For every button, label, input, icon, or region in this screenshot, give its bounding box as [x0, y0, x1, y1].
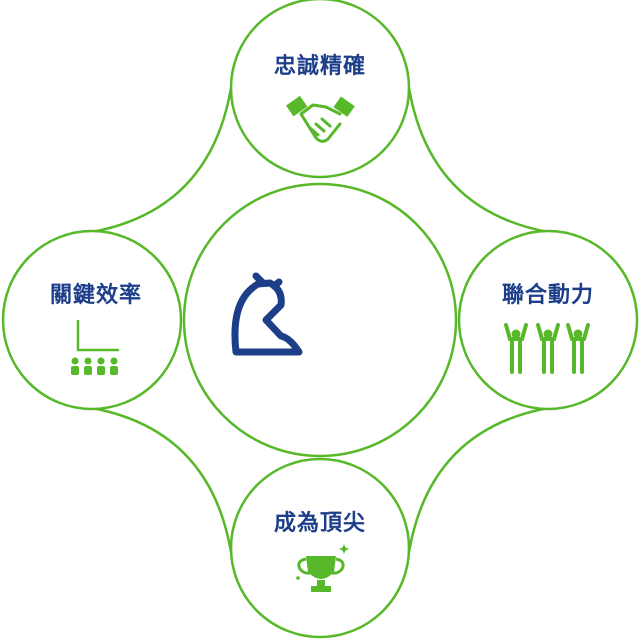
bear-sitting-logo-icon [231, 272, 303, 356]
node-label-left: 關鍵效率 [50, 282, 142, 308]
node-circle-bottom [229, 457, 411, 639]
center-circle [182, 182, 458, 458]
handshake-icon [286, 95, 355, 143]
person-figure [536, 323, 560, 374]
node-label-top: 忠誠精確 [274, 53, 366, 79]
presentation-audience-icon [71, 319, 120, 375]
node-circle-left [1, 229, 183, 411]
person-figure [504, 323, 528, 374]
connector-bottom-left [91, 406, 233, 553]
trophy-icon [296, 544, 349, 592]
team-cheering-icon [504, 323, 590, 374]
node-label-bottom: 成為頂尖 [274, 510, 366, 536]
sparkle-icon [339, 544, 349, 554]
sparkle-dot-icon [296, 576, 300, 580]
node-circle-right [457, 229, 639, 411]
connector-curves [91, 87, 549, 553]
node-label-right: 聯合動力 [502, 282, 594, 308]
connector-top-right [407, 87, 549, 234]
connector-left-top [91, 87, 233, 234]
node-circle-top [229, 0, 411, 179]
person-figure [566, 323, 590, 374]
connector-right-bottom [407, 406, 549, 553]
